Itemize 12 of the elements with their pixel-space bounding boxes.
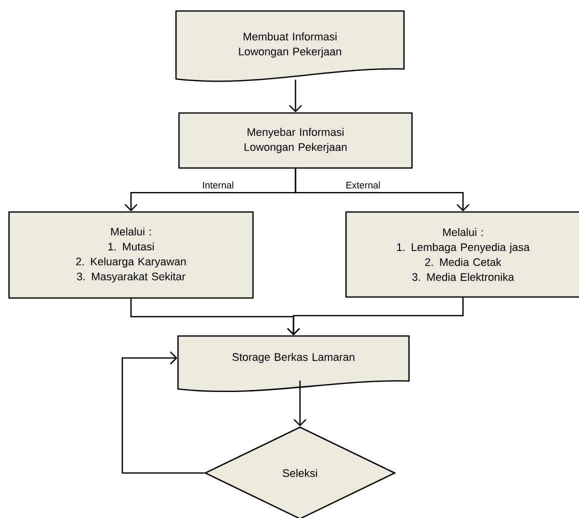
process-box: Melalui : 1. Lembaga Penyedia jasa 2. Media Cetak 3. Media Elektronika xyxy=(345,211,579,298)
document-box: Membuat Informasi Lowongan Pekerjaan xyxy=(175,10,405,82)
arrow xyxy=(294,168,470,212)
edge-label: Internal xyxy=(201,180,235,190)
process-box: Menyebar Informasi Lowongan Pekerjaan xyxy=(178,112,413,169)
edge-label: External xyxy=(344,180,382,190)
arrow xyxy=(287,298,464,336)
process-box: Melalui : 1. Mutasi 2. Keluarga Karyawan 3. Masyarakat Sekitar xyxy=(8,211,254,299)
document-box: Storage Berkas Lamaran xyxy=(177,335,410,392)
arrow xyxy=(294,380,306,426)
arrow xyxy=(122,352,204,474)
arrow xyxy=(289,80,302,112)
